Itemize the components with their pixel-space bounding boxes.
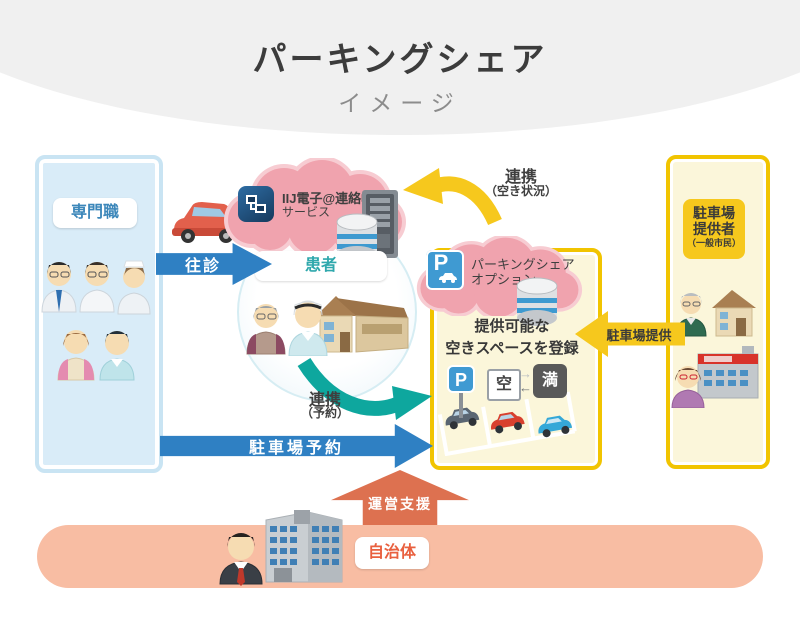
doctor-icon: [41, 262, 77, 313]
p-sign-icon: P: [447, 365, 475, 418]
nurse-icon: [117, 260, 151, 315]
parking-reserve-arrow: 駐車場予約: [160, 424, 433, 468]
arrow-right-icon: →: [519, 366, 532, 381]
official-businessman-icon: [219, 533, 263, 586]
blue-small-car-icon: [538, 415, 573, 438]
parking-database-icon: [516, 277, 558, 326]
link-reserve-label: 連携: [308, 392, 341, 409]
iij-cloud-label-line2: サービス: [282, 205, 331, 219]
government-building-icon: [265, 510, 343, 583]
full-badge: 満: [533, 364, 567, 398]
providers-label: 駐車場 提供者 （一般市民）: [683, 199, 745, 259]
store-building-icon: [697, 346, 759, 399]
vacant-badge: 空: [487, 369, 521, 401]
municipality-illustration: [219, 510, 343, 586]
link-vacancy-arrow: [403, 168, 502, 226]
link-vacancy-label: 連携: [504, 169, 537, 186]
register-text-line1: 提供可能な: [474, 318, 550, 335]
operation-support-arrow: 運営支援: [331, 470, 469, 528]
page-title: パーキングシェア: [252, 41, 548, 79]
municipality-label: 自治体: [355, 537, 429, 569]
iij-app-icon: [238, 186, 274, 222]
providers-label-line3: （一般市民）: [686, 238, 741, 248]
svg-text:P: P: [455, 370, 467, 390]
page-subtitle: イメージ: [338, 90, 462, 116]
arrow-left-icon: ←: [519, 380, 532, 395]
link-reserve-arrow: [297, 358, 432, 420]
parking-reserve-arrow-label: 駐車場予約: [248, 440, 344, 457]
link-reserve-sublabel: （予約）: [300, 406, 349, 420]
elderly-woman-icon: [246, 304, 286, 355]
red-small-car-icon: [491, 411, 525, 434]
red-car-icon: [172, 202, 242, 243]
shop-owner-illustration: [671, 346, 759, 408]
medical-staff-illustration: [41, 260, 151, 381]
patient-couple-illustration: [246, 300, 328, 356]
patient-house-icon: [316, 296, 409, 353]
care-worker-icon: [99, 331, 135, 381]
register-text: 提供可能な 空きスペースを登録: [432, 316, 592, 360]
parking-p-glyph: P: [433, 250, 449, 275]
patient-label: 患者: [255, 251, 387, 281]
doctor-icon: [79, 262, 115, 313]
iij-cloud-label-line1: IIJ電子@連絡帳: [282, 191, 375, 206]
parking-provide-arrow-label: 駐車場提供: [606, 327, 672, 343]
operation-support-arrow-label: 運営支援: [368, 496, 432, 512]
patient-man-icon: [288, 300, 328, 356]
small-house-icon: [712, 290, 756, 337]
register-text-line2: 空きスペースを登録: [445, 340, 579, 357]
parking-cloud-label-line1: パーキングシェア: [471, 257, 575, 272]
house-call-arrow-label: 往診: [184, 258, 221, 275]
providers-label-line2: 提供者: [693, 221, 735, 237]
link-vacancy-sublabel: （空き状況）: [484, 184, 557, 198]
professionals-label: 専門職: [53, 198, 137, 228]
middle-aged-woman-icon: [671, 366, 705, 408]
caregiver-woman-icon: [57, 330, 95, 381]
house-owner-illustration: [675, 290, 756, 337]
car-glyph-icon: [439, 273, 457, 283]
parking-lot-illustration: P: [438, 365, 577, 456]
providers-label-line1: 駐車場: [693, 205, 735, 221]
parking-app-icon: P: [426, 250, 464, 290]
